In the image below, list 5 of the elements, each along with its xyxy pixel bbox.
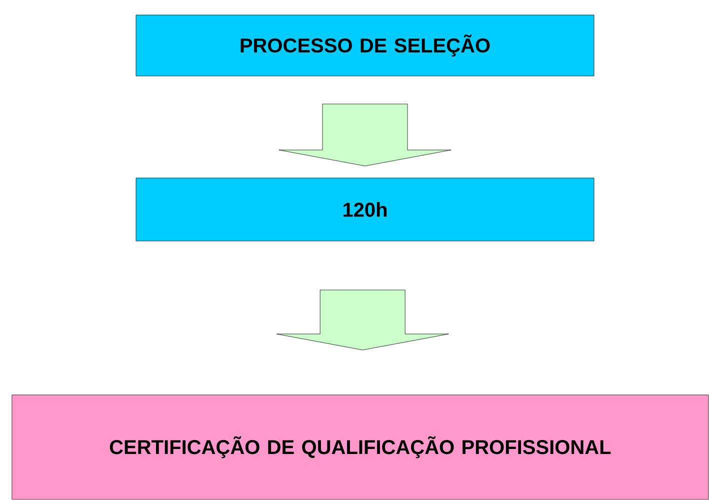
process-box: CERTIFICAÇÃO DE QUALIFICAÇÃO PROFISSIONAL xyxy=(12,394,709,500)
block-arrow xyxy=(276,290,449,350)
process-box: PROCESSO DE SELEÇÃO xyxy=(136,14,594,76)
process-box: 120h xyxy=(136,178,594,242)
block-arrow xyxy=(278,104,452,166)
